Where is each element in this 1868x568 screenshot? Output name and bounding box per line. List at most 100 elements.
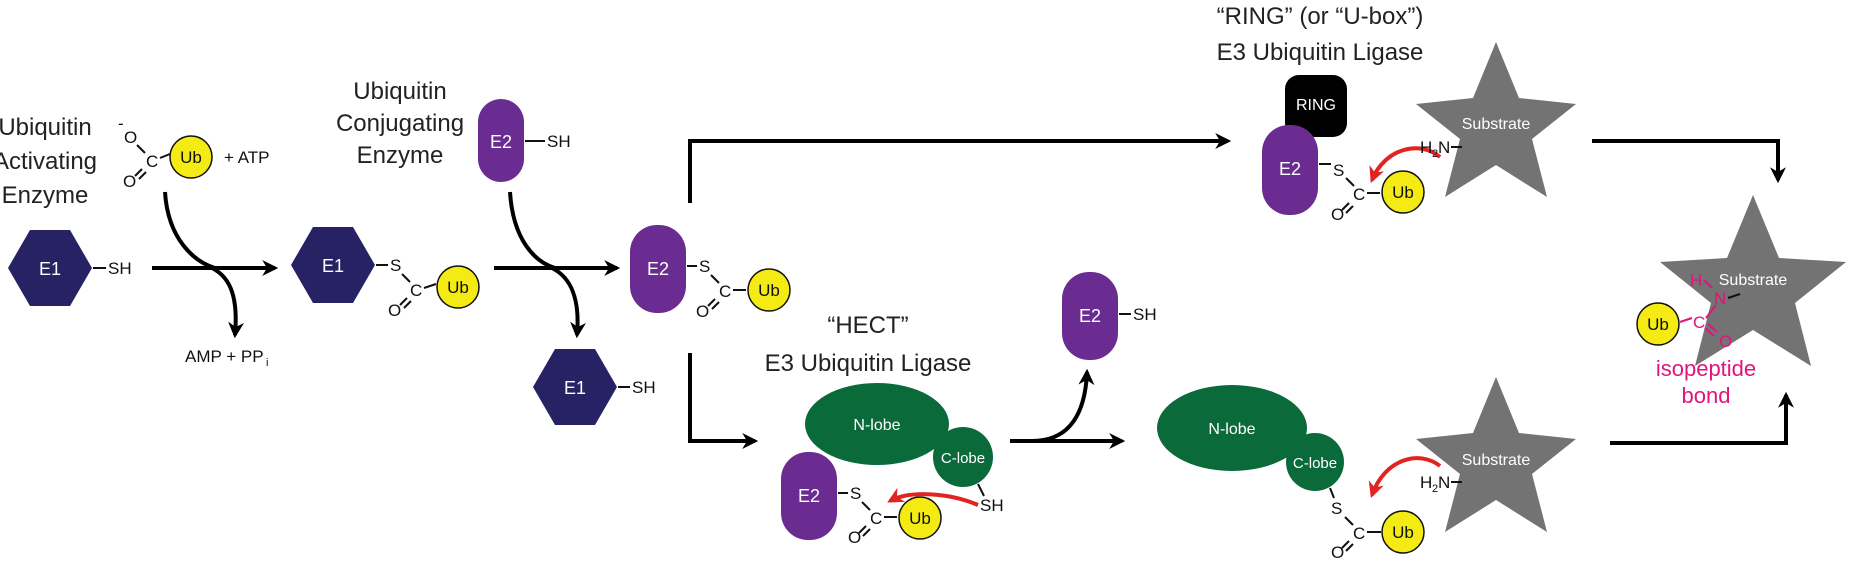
ub-label: Ub (1647, 315, 1669, 334)
thioester-s: S (850, 484, 861, 503)
substrate-star-icon (1416, 377, 1576, 532)
plus-atp: + ATP (224, 148, 270, 167)
e1-free: E1 SH (8, 230, 132, 306)
hect-e3-complex: N-lobe C-lobe SH E2 S C O Ub (781, 383, 1004, 547)
thioester-s: S (1333, 161, 1344, 180)
hect-transfer-arrow-icon (887, 487, 979, 507)
hect-title-line-1: “HECT” (827, 312, 908, 339)
ub-label: Ub (1392, 183, 1414, 202)
amp-ppi-label: AMP + PP (185, 347, 264, 366)
ub-circle-icon (169, 135, 213, 179)
thioester-o: O (388, 301, 401, 320)
e2-free-top: E2 SH (478, 99, 571, 182)
ub-circle-icon (1381, 510, 1425, 554)
ring-title-line-1: “RING” (or “U-box”) (1217, 3, 1424, 30)
e1-title-line-2: Activating (0, 148, 97, 175)
isopeptide-n: N (1714, 289, 1726, 308)
substrate-label: Substrate (1462, 116, 1531, 133)
substrate-bottom: Substrate H 2 N (1416, 377, 1576, 532)
substrate-label: Substrate (1719, 272, 1788, 289)
e2-capsule-icon (1262, 125, 1318, 215)
hect-e3-title: “HECT” E3 Ubiquitin Ligase (765, 312, 972, 377)
amine-h: H (1420, 473, 1432, 492)
e1-title-line-3: Enzyme (2, 182, 89, 209)
e2-released: E2 SH (1062, 272, 1157, 360)
n-lobe-ellipse-icon (805, 383, 949, 465)
c-lobe-sh: SH (980, 496, 1004, 515)
amine-h: H (1420, 138, 1432, 157)
n-lobe-label: N-lobe (853, 417, 900, 434)
amine-n: N (1438, 473, 1450, 492)
c-lobe-label: C-lobe (1293, 455, 1337, 472)
thioester-c: C (870, 509, 882, 528)
thioester-c: C (719, 282, 731, 301)
hect-title-line-2: E3 Ubiquitin Ligase (765, 350, 972, 377)
thioester-o: O (1331, 543, 1344, 562)
thioester-c: C (1353, 524, 1365, 543)
ub-label: Ub (447, 278, 469, 297)
arrow-hect-transfer (1010, 368, 1126, 449)
c-lobe-circle-icon (933, 427, 993, 487)
ring-transfer-arrow-icon (1369, 146, 1442, 183)
ub-label: Ub (180, 148, 202, 167)
carboxylate-minus: - (118, 114, 124, 133)
e2-title: Ubiquitin Conjugating Enzyme (336, 78, 464, 169)
isopeptide-h: H (1690, 271, 1702, 290)
ppi-subscript: i (266, 357, 268, 369)
e1-hexagon-icon (8, 230, 92, 306)
e1-sh: SH (632, 378, 656, 397)
amine-n: N (1438, 138, 1450, 157)
arrow-e1-activation (152, 191, 279, 339)
hect-transfer-arrow-2-icon (1368, 456, 1442, 499)
e2-capsule-icon (1062, 272, 1118, 360)
c-lobe-circle-icon (1286, 433, 1344, 491)
amine-2: 2 (1432, 483, 1438, 495)
thioester-o: O (1331, 205, 1344, 224)
thioester-o: O (696, 302, 709, 321)
thioester-s: S (699, 257, 710, 276)
n-lobe-ellipse-icon (1157, 385, 1307, 471)
e2-capsule-icon (630, 225, 686, 313)
ub-label: Ub (758, 281, 780, 300)
e2-title-line-1: Ubiquitin (353, 78, 446, 105)
ub-circle-icon (1381, 170, 1425, 214)
arrow-ring-to-product (1592, 139, 1786, 184)
e2-title-line-3: Enzyme (357, 142, 444, 169)
thioester-o: O (848, 528, 861, 547)
isopeptide-c: C (1693, 313, 1705, 332)
e1-hexagon-icon (291, 227, 375, 303)
e2-label: E2 (647, 259, 669, 279)
ub-label: Ub (1392, 523, 1414, 542)
n-lobe-label: N-lobe (1208, 421, 1255, 438)
ring-icon (1285, 75, 1347, 137)
e1-released: E1 SH (533, 349, 656, 425)
hect-ub-thioester: N-lobe C-lobe S C O Ub (1157, 385, 1442, 562)
c-lobe-label: C-lobe (941, 450, 985, 467)
e1-label: E1 (564, 378, 586, 398)
arrow-to-hect (688, 353, 759, 449)
e2-label: E2 (798, 486, 820, 506)
ub-carboxylate: - O C O Ub + ATP (118, 114, 270, 191)
ring-title-line-2: E3 Ubiquitin Ligase (1217, 39, 1424, 66)
ub-circle-icon (898, 496, 942, 540)
carboxylate-o-bottom: O (123, 172, 136, 191)
e2-sh: SH (1133, 305, 1157, 324)
thioester-c: C (410, 281, 422, 300)
e1-sh: SH (108, 259, 132, 278)
arrow-e2-conjugation (494, 191, 621, 339)
ring-label: RING (1296, 97, 1336, 114)
isopeptide-o: O (1719, 332, 1732, 351)
substrate-top: Substrate H 2 N (1416, 42, 1576, 197)
substrate-label: Substrate (1462, 452, 1531, 469)
ub-circle-icon (747, 268, 791, 312)
e2-capsule-icon (478, 99, 524, 182)
thioester-s: S (1331, 499, 1342, 518)
e2-sh: SH (547, 132, 571, 151)
thioester-c: C (1353, 185, 1365, 204)
e2-ub-thioester: E2 S C O Ub (630, 225, 791, 321)
e2-title-line-2: Conjugating (336, 110, 464, 137)
ub-circle-icon (436, 265, 480, 309)
ring-e3-title: “RING” (or “U-box”) E3 Ubiquitin Ligase (1217, 3, 1424, 66)
